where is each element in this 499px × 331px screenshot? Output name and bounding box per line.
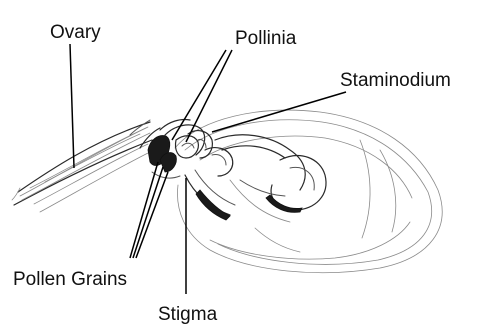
staminodium-leader <box>212 92 346 132</box>
pollinia-leader-1 <box>172 50 226 140</box>
lip-petal-drawing <box>175 110 442 273</box>
label-ovary: Ovary <box>50 22 101 43</box>
label-pollinia: Pollinia <box>235 28 297 49</box>
ovary-drawing <box>12 120 152 212</box>
label-pollen-grains: Pollen Grains <box>13 269 127 290</box>
labels: Ovary Pollinia Staminodium Pollen Grains… <box>13 22 451 325</box>
pollen-grains-leader-2 <box>133 167 163 258</box>
ovary-leader <box>70 44 74 168</box>
label-staminodium: Staminodium <box>340 70 451 91</box>
label-stigma: Stigma <box>158 304 218 325</box>
